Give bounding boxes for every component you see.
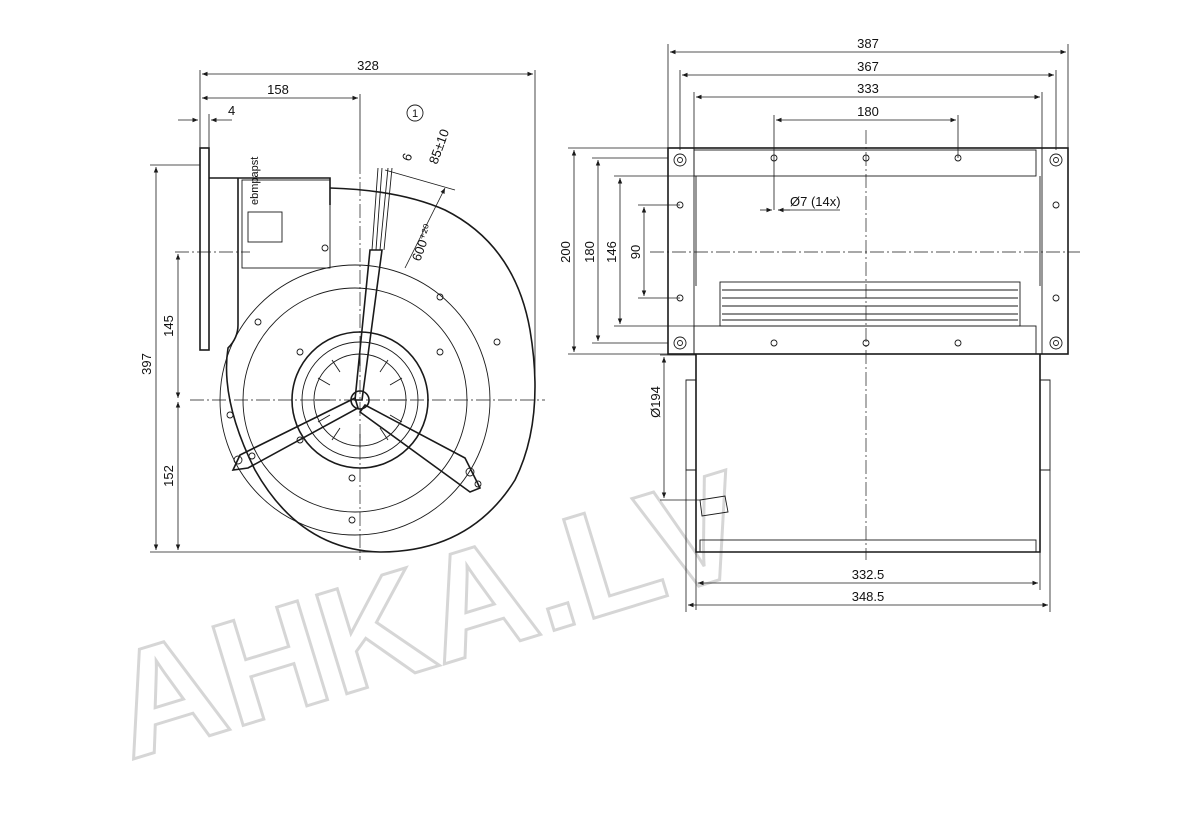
impeller-wheel [719,281,1021,327]
label-plate-text: ebmpapst [249,157,261,205]
dim-194: Ø194 [648,386,663,418]
side-view: ebmpapst [139,58,545,560]
bracket-hole [248,452,256,460]
dim-600: 600⁺²⁰ [409,222,436,263]
dim-367: 367 [857,59,879,74]
bracket-hole [474,480,482,488]
bracket-right [358,403,482,493]
dim-90: 90 [628,245,643,259]
label-inner [247,211,283,243]
dim-180v: 180 [582,241,597,263]
dim-3485: 348.5 [852,589,885,604]
cable-bundle [371,167,393,251]
dim-hole: Ø7 (14x) [790,194,841,209]
flange-top-band [693,149,1037,177]
dim-145: 145 [161,315,176,337]
mounting-holes [676,154,1060,347]
callout-number: 1 [412,108,418,120]
dim-6: 6 [399,151,416,163]
bracket-left [231,396,359,471]
dim-85: 85±10 [426,127,452,166]
housing-body [695,354,1041,553]
impeller-blades [722,289,1018,321]
dim-397: 397 [139,353,154,375]
dim-3325: 332.5 [852,567,885,582]
side-tabs [685,379,1051,471]
watermark: AHKA.LV [89,437,768,792]
bracket-hole [233,455,243,465]
watermark-text: AHKA.LV [90,438,766,790]
front-view: 387 367 333 180 Ø7 (14x) 200 180 146 [558,36,1080,612]
dim-146: 146 [604,241,619,263]
dim-158: 158 [267,82,289,97]
dim-328: 328 [357,58,379,73]
dim-4: 4 [228,103,235,118]
dim-387: 387 [857,36,879,51]
corner-holes [673,153,1063,350]
bracket-hole [465,467,475,477]
outlet-top [209,177,331,205]
dim-180: 180 [857,104,879,119]
callout-circle [406,104,424,122]
mounting-flange [199,147,210,351]
front-flange [667,147,1069,355]
scroll-housing [225,178,536,553]
housing-clip [699,495,729,517]
housing-base [699,539,1037,553]
label-plate [241,179,331,269]
dim-333: 333 [857,81,879,96]
dim-152: 152 [161,465,176,487]
bracket-top [354,249,383,401]
housing-holes [226,244,501,524]
dim-200: 200 [558,241,573,263]
